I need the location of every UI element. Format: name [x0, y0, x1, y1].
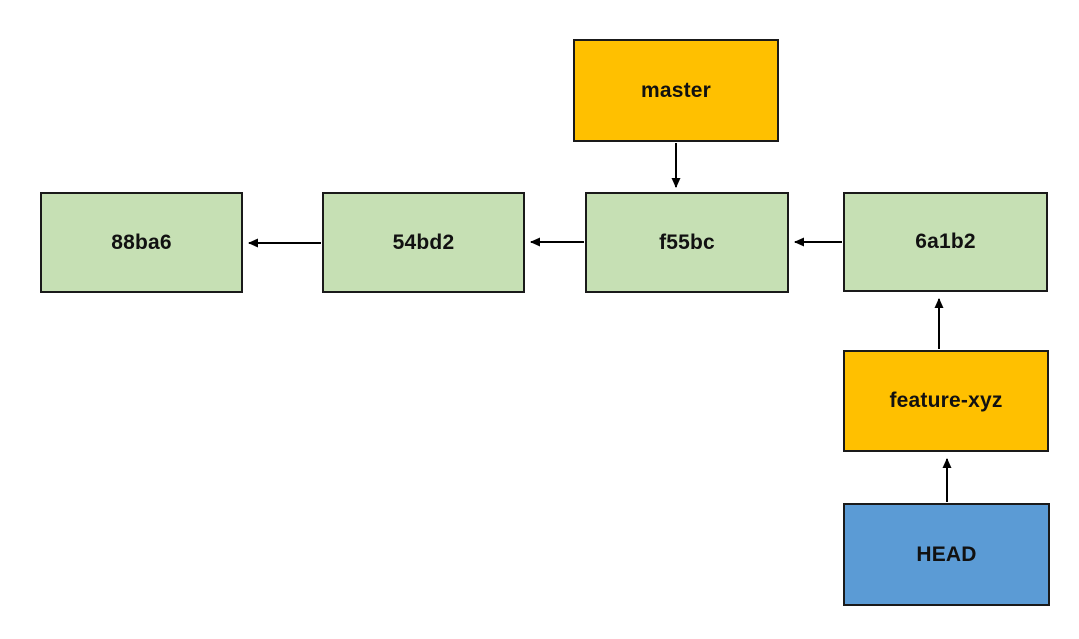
node-label: feature-xyz — [889, 389, 1003, 412]
node-commit-88ba6: 88ba6 — [40, 192, 243, 293]
node-label: 88ba6 — [111, 230, 172, 254]
node-commit-54bd2: 54bd2 — [322, 192, 525, 293]
node-branch-master: master — [573, 39, 779, 142]
node-label: 54bd2 — [392, 230, 455, 254]
node-branch-feature-xyz: feature-xyz — [843, 350, 1049, 452]
node-commit-f55bc: f55bc — [585, 192, 789, 293]
node-label: master — [640, 78, 712, 102]
node-commit-6a1b2: 6a1b2 — [843, 192, 1048, 292]
node-label: f55bc — [659, 230, 715, 254]
node-label: 6a1b2 — [915, 230, 976, 253]
node-head: HEAD — [843, 503, 1050, 606]
node-label: HEAD — [916, 542, 977, 566]
